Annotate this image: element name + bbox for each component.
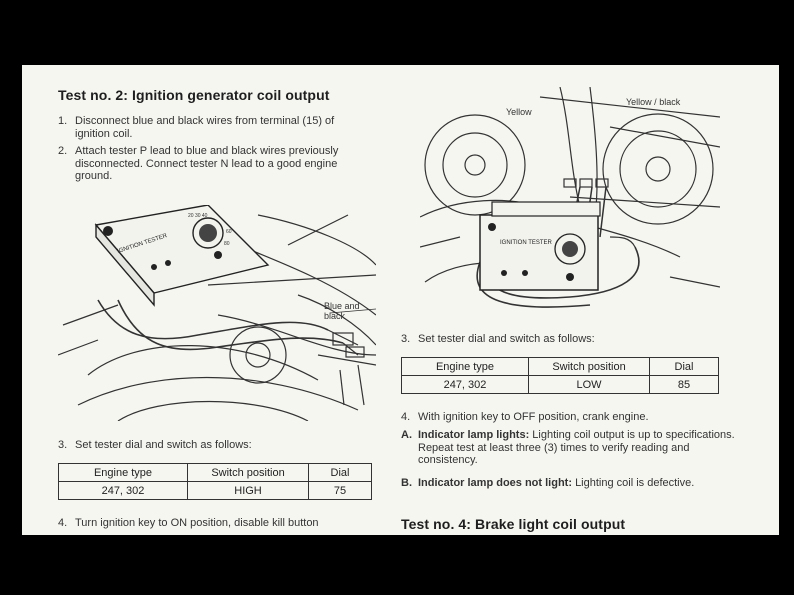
right-step-4: 4. With ignition key to OFF position, cr… (401, 411, 649, 423)
right-step-3-text: Set tester dial and switch as follows: (418, 333, 595, 345)
left-col-switch-position: Switch position (187, 463, 309, 482)
right-step-a-text: Lighting coil output is up to specificat… (418, 429, 735, 466)
manual-page: Test no. 2: Ignition generator coil outp… (22, 65, 779, 535)
right-step-b-text: Lighting coil is defective. (575, 477, 695, 489)
test-2-title: Test no. 2: Ignition generator coil outp… (58, 87, 330, 103)
right-cell-switch-position: LOW (528, 375, 650, 394)
right-step-a-label: Indicator lamp lights: (418, 429, 530, 441)
left-cell-switch-position: HIGH (187, 481, 309, 500)
right-settings-table: Engine type Switch position Dial 247, 30… (401, 357, 719, 394)
test-4-title: Test no. 4: Brake light coil output (401, 516, 626, 532)
left-col-engine-type: Engine type (58, 463, 188, 482)
right-step-3: 3. Set tester dial and switch as follows… (401, 333, 595, 345)
right-step-a: A. Indicator lamp lights: Lighting coil … (401, 429, 735, 466)
right-col-dial: Dial (649, 357, 719, 376)
left-step-1-text: Disconnect blue and black wires from ter… (75, 115, 335, 140)
left-col-dial: Dial (308, 463, 372, 482)
left-step-1: 1. Disconnect blue and black wires from … (58, 115, 335, 140)
left-step-3: 3. Set tester dial and switch as follows… (58, 439, 252, 451)
right-cell-dial: 85 (649, 375, 719, 394)
left-cell-engine-type: 247, 302 (58, 481, 188, 500)
left-step-4: 4. Turn ignition key to ON position, dis… (58, 517, 319, 529)
right-tester-label: IGNITION TESTER (500, 240, 553, 246)
left-step-4-text: Turn ignition key to ON position, disabl… (75, 517, 319, 529)
left-cell-dial: 75 (308, 481, 372, 500)
right-col-engine-type: Engine type (401, 357, 529, 376)
yellow-black-label: Yellow / black (626, 97, 681, 107)
svg-text:60: 60 (226, 229, 232, 235)
svg-text:20 30 40: 20 30 40 (188, 213, 208, 219)
right-col-switch-position: Switch position (528, 357, 650, 376)
left-settings-table: Engine type Switch position Dial 247, 30… (58, 463, 372, 500)
right-tester-illustration: IGNITION TESTER Yellow Yellow / black (420, 87, 720, 319)
blue-black-label: Blue and black (324, 301, 360, 321)
right-step-b-label: Indicator lamp does not light: (418, 477, 572, 489)
yellow-label: Yellow (506, 107, 532, 117)
left-step-2-text: Attach tester P lead to blue and black w… (75, 145, 339, 182)
right-cell-engine-type: 247, 302 (401, 375, 529, 394)
right-step-4-text: With ignition key to OFF position, crank… (418, 411, 649, 423)
left-tester-illustration: 20 30 40 60 80 IGNITION TESTER Blue and … (58, 205, 376, 421)
left-column: Test no. 2: Ignition generator coil outp… (58, 87, 372, 183)
svg-text:80: 80 (224, 241, 230, 247)
right-step-b: B. Indicator lamp does not light: Lighti… (401, 477, 695, 489)
left-step-3-text: Set tester dial and switch as follows: (75, 439, 252, 451)
left-step-2: 2. Attach tester P lead to blue and blac… (58, 145, 339, 182)
